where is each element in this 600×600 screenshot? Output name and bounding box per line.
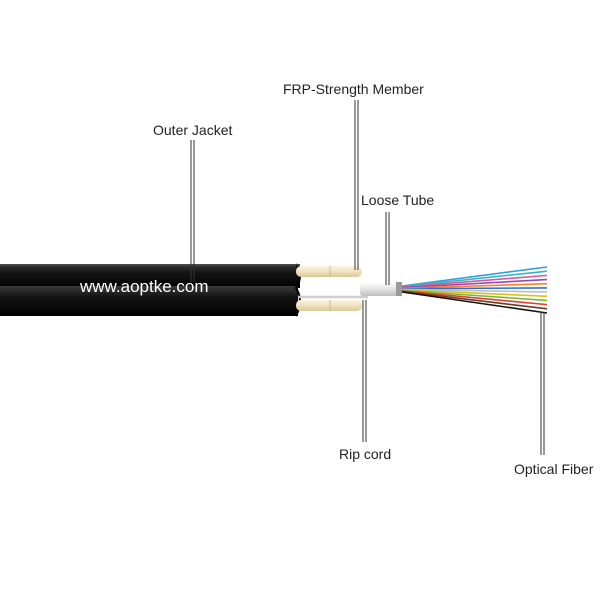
optical-fiber-strand: [401, 290, 548, 306]
optical-fiber-strand: [401, 289, 548, 302]
optical-fiber-strand: [401, 289, 548, 298]
label-loose-tube: Loose Tube: [361, 192, 435, 208]
optical-fiber-strand: [401, 282, 548, 289]
loose-tube: [360, 282, 402, 296]
loose-tube-body: [360, 282, 402, 296]
label-frp-strength-member: FRP-Strength Member: [283, 81, 424, 97]
leader-lines: [190, 100, 545, 455]
optical-fiber-strand: [401, 278, 548, 289]
optical-fiber-strand: [401, 274, 548, 288]
watermark-text: www.aoptke.com: [80, 277, 209, 296]
optical-fiber-strand: [401, 266, 548, 287]
optical-fiber-strand: [401, 270, 548, 288]
outer-jacket: [0, 263, 301, 317]
optical-fiber-strand: [401, 290, 548, 310]
label-rip-cord: Rip cord: [339, 446, 392, 462]
label-outer-jacket: Outer Jacket: [153, 122, 233, 138]
jacket-lower: [0, 286, 298, 316]
frp-strength-members: [296, 266, 362, 311]
frp-rod-lower: [296, 300, 362, 311]
optical-fibers: [401, 266, 548, 314]
optical-fiber-strand: [401, 291, 548, 314]
optical-fiber-strand: [401, 287, 548, 290]
frp-rod-upper: [296, 266, 362, 277]
label-optical-fiber: Optical Fiber: [514, 461, 594, 477]
optical-fiber-strand: [401, 288, 548, 293]
jacket-upper: [0, 264, 300, 288]
